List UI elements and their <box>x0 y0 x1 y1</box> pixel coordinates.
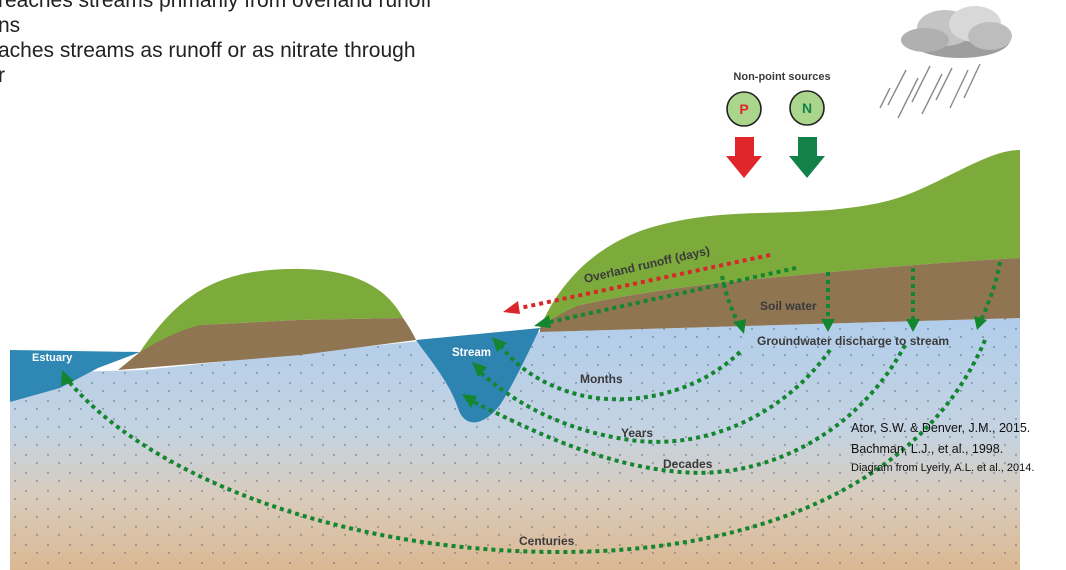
phosphorus-down-arrow-icon <box>726 137 762 178</box>
phosphorus-label: P <box>739 101 748 117</box>
years-label: Years <box>621 426 653 440</box>
shallow-soil-flow-path <box>534 266 797 328</box>
bullet-text: reaches streams primarily from overland … <box>0 0 432 88</box>
groundwater-flow-paths <box>64 339 987 555</box>
phosphorus-source-icon: P <box>726 91 762 127</box>
groundwater-zone <box>10 318 1020 570</box>
citation-1: Ator, S.W. & Denver, J.M., 2015. <box>851 421 1031 435</box>
nitrogen-label: N <box>802 100 812 116</box>
months-label: Months <box>580 372 623 386</box>
bullet-line-4: r <box>0 64 5 87</box>
rain-icon <box>879 63 981 119</box>
right-hill-soil <box>540 258 1020 332</box>
decades-path <box>469 344 907 475</box>
overland-runoff-path <box>503 253 771 314</box>
years-path <box>476 348 832 444</box>
bullet-line-3: aches streams as runoff or as nitrate th… <box>0 39 416 62</box>
estuary-water <box>10 350 140 402</box>
estuary-label: Estuary <box>32 352 73 364</box>
months-path <box>498 343 742 402</box>
groundwater-discharge-label: Groundwater discharge to stream <box>757 334 949 348</box>
citation-2: Bachman, L.J., et al., 1998. <box>851 442 1004 456</box>
left-hill-grass <box>140 268 403 352</box>
stream-label: Stream <box>452 347 491 359</box>
soil-water-label: Soil water <box>760 299 817 313</box>
right-hill-grass <box>540 150 1020 328</box>
nitrogen-down-arrow-icon <box>789 137 825 178</box>
citation-3: Diagram from Lyerly, A.L. et al., 2014. <box>851 462 1035 474</box>
bullet-line-2: ns <box>0 14 21 37</box>
bullet-line-1: reaches streams primarily from overland … <box>0 0 432 12</box>
centuries-path <box>64 339 987 555</box>
nitrogen-source-icon: N <box>789 90 825 126</box>
centuries-label: Centuries <box>519 534 575 548</box>
groundwater-flow-arrowheads <box>61 337 507 408</box>
left-hill-soil <box>118 318 416 370</box>
non-point-sources-title: Non-point sources <box>733 71 830 83</box>
rain-cloud-icon <box>901 6 1012 58</box>
decades-label: Decades <box>663 457 713 471</box>
infiltration-arrowheads <box>733 316 987 334</box>
